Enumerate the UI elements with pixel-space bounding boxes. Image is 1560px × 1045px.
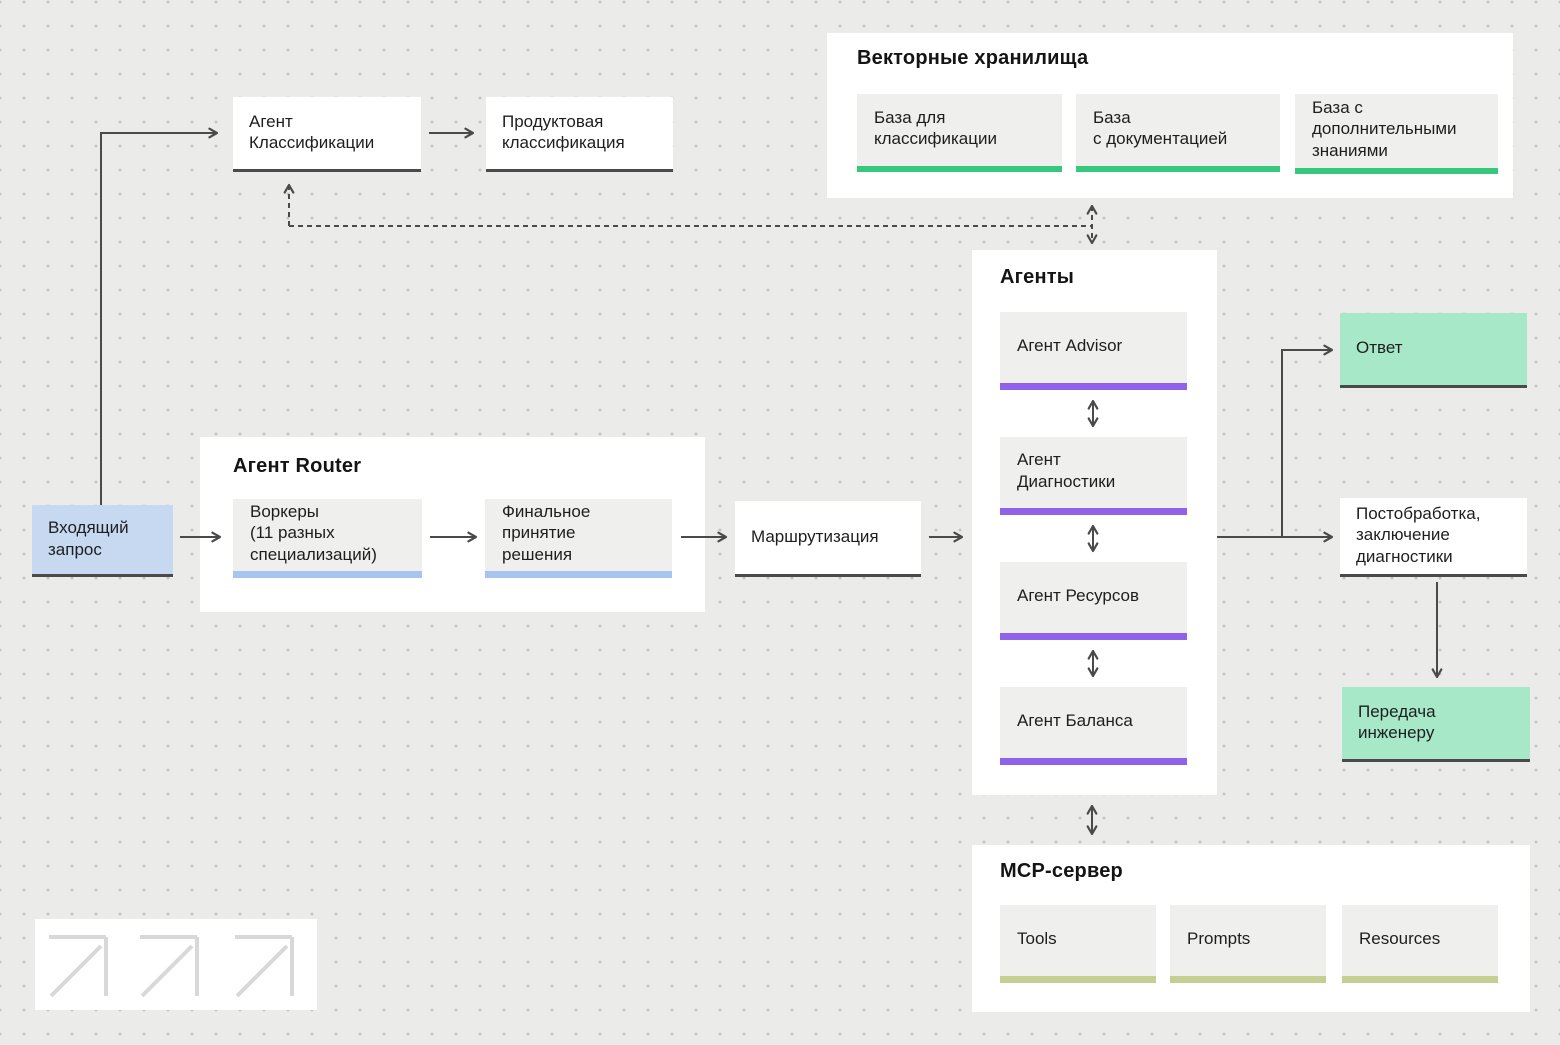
mcp-resources-box: Resources — [1342, 905, 1498, 983]
agent-balance-box: Агент Баланса — [1000, 687, 1187, 765]
agents-title: Агенты — [1000, 266, 1075, 288]
edge-branch-to-response — [1281, 344, 1334, 537]
diagonal-arrow-icon — [140, 935, 199, 998]
diagonal-arrow-icon — [235, 935, 294, 998]
mcp-prompts-box: Prompts — [1170, 905, 1326, 983]
handoff-engineer-node: Передача инженеру — [1342, 687, 1530, 762]
vector-stores-title: Векторные хранилища — [857, 47, 1089, 69]
mcp-title: MCP-сервер — [1000, 860, 1123, 882]
product-classification-node: Продуктовая классификация — [486, 97, 673, 172]
agent-resources-box: Агент Ресурсов — [1000, 562, 1187, 640]
router-workers-box: Воркеры (11 разных специализаций) — [233, 499, 422, 578]
postprocessing-node: Постобработка, заключение диагностики — [1340, 498, 1527, 577]
classification-agent-node: Агент Классификации — [233, 97, 421, 172]
router-title: Агент Router — [233, 455, 362, 477]
diagonal-arrow-icon — [49, 935, 108, 998]
response-node: Ответ — [1340, 313, 1527, 388]
router-final-decision-box: Финальное принятие решения — [485, 499, 672, 578]
incoming-request-node: Входящий запрос — [32, 505, 173, 577]
routing-node: Маршрутизация — [735, 501, 921, 577]
store-extra-knowledge-db: База с дополнительными знаниями — [1295, 94, 1498, 174]
store-documentation-db: База с документацией — [1076, 94, 1280, 172]
agent-diagnostics-box: Агент Диагностики — [1000, 437, 1187, 515]
agent-advisor-box: Агент Advisor — [1000, 312, 1187, 390]
mcp-tools-box: Tools — [1000, 905, 1156, 983]
store-classification-db: База для классификации — [857, 94, 1062, 172]
